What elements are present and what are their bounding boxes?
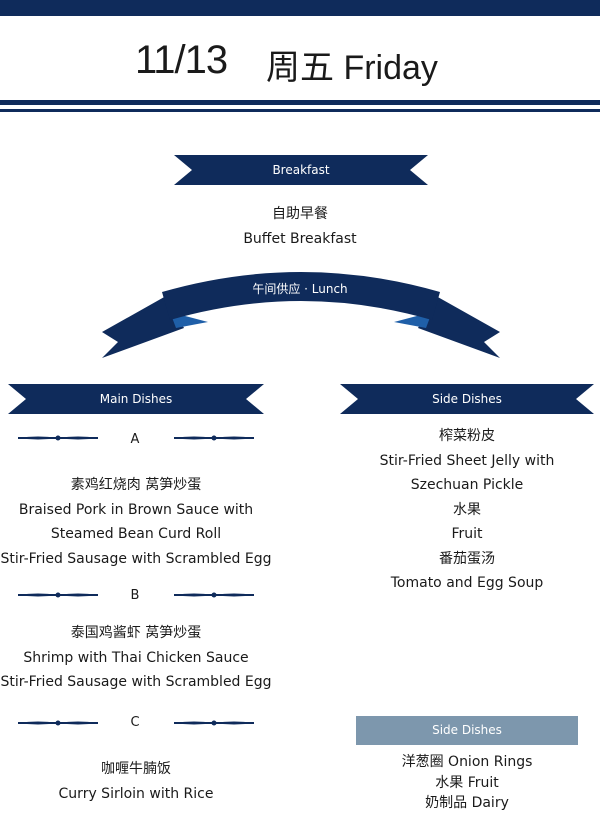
side-dishes-2-header bbox=[356, 716, 578, 745]
side-dish-item: Fruit bbox=[451, 526, 483, 542]
menu-day: 周五 Friday bbox=[266, 49, 438, 87]
side-dishes-label: Side Dishes bbox=[432, 392, 502, 406]
side-dishes-ribbon bbox=[340, 384, 594, 414]
ornament-divider-icon bbox=[18, 720, 98, 726]
header-divider-thick bbox=[0, 100, 600, 105]
lunch-label: 午间供应 · Lunch bbox=[252, 282, 348, 296]
breakfast-items: 自助早餐 Buffet Breakfast bbox=[150, 202, 450, 251]
dish-item: 素鸡红烧肉 莴笋炒蛋 bbox=[70, 477, 202, 493]
dish-item: Stir-Fried Sausage with Scrambled Egg bbox=[0, 674, 272, 690]
dish-item: Stir-Fried Sausage with Scrambled Egg bbox=[0, 550, 272, 567]
breakfast-label: Breakfast bbox=[272, 163, 330, 177]
side-dish-item: 榨菜粉皮 bbox=[439, 428, 495, 444]
side-dish-item: 洋葱圈 Onion Rings bbox=[401, 754, 533, 770]
side-dish-item: 水果 bbox=[453, 501, 481, 518]
side-dish-item: Tomato and Egg Soup bbox=[390, 575, 544, 591]
breakfast-item: Buffet Breakfast bbox=[243, 230, 357, 247]
breakfast-ribbon bbox=[174, 155, 428, 185]
side-dish-item: Szechuan Pickle bbox=[410, 477, 524, 493]
breakfast-item: 自助早餐 bbox=[272, 206, 328, 222]
lunch-arch-banner bbox=[102, 272, 500, 358]
main-dishes-ribbon bbox=[8, 384, 264, 414]
dish-item: Curry Sirloin with Rice bbox=[58, 785, 214, 802]
set-c-letter: C bbox=[130, 715, 140, 730]
set-b-items: 泰国鸡酱虾 莴笋炒蛋 Shrimp with Thai Chicken Sauc… bbox=[0, 621, 272, 695]
dish-item: 泰国鸡酱虾 莴笋炒蛋 bbox=[70, 625, 202, 641]
side-dishes-items: 榨菜粉皮 Stir-Fried Sheet Jelly with Szechua… bbox=[340, 424, 594, 596]
ornament-divider-icon bbox=[174, 435, 254, 441]
set-b-letter: B bbox=[130, 588, 140, 603]
header-divider-thin bbox=[0, 109, 600, 112]
side-dish-item: Stir-Fried Sheet Jelly with bbox=[379, 452, 555, 469]
dish-item: 咖喱牛腩饭 bbox=[101, 761, 171, 777]
ornament-divider-icon bbox=[18, 592, 98, 598]
main-dishes-label: Main Dishes bbox=[99, 392, 173, 406]
side-dish-item: 奶制品 Dairy bbox=[425, 795, 509, 811]
ornament-divider-icon bbox=[18, 435, 98, 441]
set-a-letter: A bbox=[130, 432, 140, 447]
dish-item: Braised Pork in Brown Sauce with bbox=[18, 501, 254, 518]
set-c-items: 咖喱牛腩饭 Curry Sirloin with Rice bbox=[0, 757, 272, 806]
header-top-bar bbox=[0, 0, 600, 16]
side-dish-item: 水果 Fruit bbox=[435, 774, 499, 791]
dish-item: Shrimp with Thai Chicken Sauce bbox=[23, 649, 249, 666]
menu-date: 11/13 bbox=[135, 38, 228, 82]
side-dishes-2-items: 洋葱圈 Onion Rings 水果 Fruit 奶制品 Dairy bbox=[340, 752, 594, 814]
side-dishes-2-label: Side Dishes bbox=[432, 723, 502, 737]
ornament-divider-icon bbox=[174, 720, 254, 726]
dish-item: Steamed Bean Curd Roll bbox=[50, 526, 222, 542]
side-dish-item: 番茄蛋汤 bbox=[439, 550, 495, 567]
ornament-divider-icon bbox=[174, 592, 254, 598]
set-a-items: 素鸡红烧肉 莴笋炒蛋 Braised Pork in Brown Sauce w… bbox=[0, 473, 272, 571]
